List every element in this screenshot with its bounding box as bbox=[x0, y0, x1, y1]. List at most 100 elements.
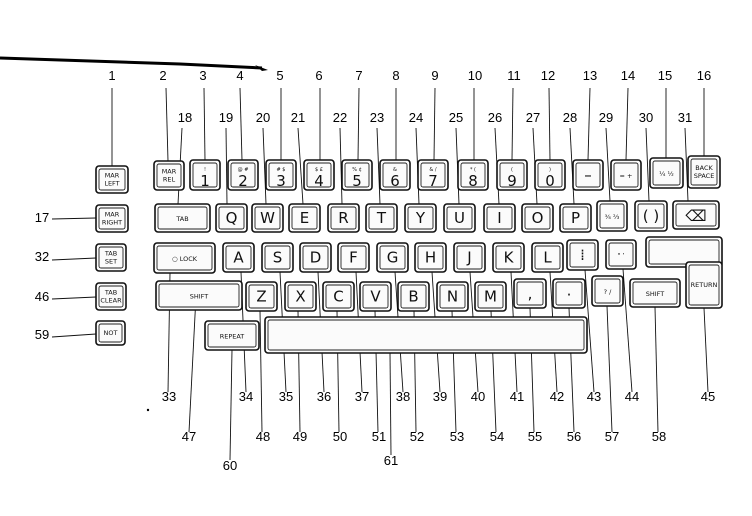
number-key-5-shift: % ¢ bbox=[352, 167, 362, 173]
letter-key-d-face bbox=[302, 245, 329, 270]
letter-key-y-face bbox=[407, 206, 434, 230]
letter-key-n-label: N bbox=[447, 288, 458, 306]
backspace-key-outline bbox=[687, 155, 721, 189]
letter-key-h: H bbox=[414, 242, 447, 273]
callout-60-leader bbox=[229, 349, 233, 461]
callout-3: 3 bbox=[199, 68, 206, 83]
number-key-9-face bbox=[499, 162, 525, 188]
backspace-key-text: SPACE bbox=[694, 172, 715, 180]
callout-16: 16 bbox=[697, 68, 711, 83]
callout-34: 34 bbox=[239, 389, 253, 404]
letter-key-o-face bbox=[524, 206, 551, 230]
return-key-face bbox=[688, 264, 720, 306]
callout-38: 38 bbox=[396, 389, 410, 404]
letter-key-i: I bbox=[483, 203, 516, 233]
letter-key-n-face bbox=[439, 284, 466, 309]
letter-key-i-face bbox=[486, 206, 513, 230]
slash-key-label: ? / bbox=[604, 288, 613, 296]
letter-key-m-face bbox=[477, 284, 504, 309]
letter-key-w-face bbox=[254, 206, 281, 230]
number-key-4-label: 4 bbox=[314, 172, 324, 190]
number-key-6-shift: & bbox=[393, 167, 397, 173]
letter-key-c-face bbox=[325, 284, 352, 309]
equals-key-label: = + bbox=[620, 172, 633, 180]
stray-dot bbox=[146, 408, 150, 412]
callout-17-leader bbox=[51, 217, 97, 220]
letter-key-g-outline bbox=[376, 242, 409, 273]
callout-11-leader bbox=[511, 87, 514, 161]
letter-key-i-label: I bbox=[497, 209, 501, 227]
bracket-key-face bbox=[637, 203, 665, 229]
callout-30-leader bbox=[645, 127, 650, 202]
number-key-6-label: 6 bbox=[390, 172, 400, 190]
letter-key-w-label: W bbox=[260, 209, 275, 227]
letter-key-d: D bbox=[299, 242, 332, 273]
callout-46-leader bbox=[51, 296, 97, 300]
shift-left-key-face bbox=[158, 283, 240, 308]
period-key-outline bbox=[552, 278, 586, 309]
callout-28-leader bbox=[569, 127, 575, 205]
return-key-upper bbox=[645, 236, 723, 268]
callout-2: 2 bbox=[159, 68, 166, 83]
tab-clear-key-text: TAB bbox=[104, 289, 117, 297]
callout-51: 51 bbox=[372, 429, 386, 444]
callout-31: 31 bbox=[678, 110, 692, 125]
letter-key-r-face bbox=[330, 206, 357, 230]
letter-key-z-outline bbox=[245, 281, 278, 312]
callout-2-leader bbox=[165, 87, 169, 162]
return-key: RETURN bbox=[685, 261, 723, 309]
letter-key-o-label: O bbox=[532, 209, 544, 227]
number-key-2-shift: @ # bbox=[238, 167, 249, 173]
letter-key-j-outline bbox=[453, 242, 486, 273]
letter-key-j-label: J bbox=[466, 249, 471, 267]
callout-46: 46 bbox=[35, 289, 49, 304]
number-key-6-outline bbox=[379, 159, 411, 191]
callout-42: 42 bbox=[550, 389, 564, 404]
callout-56: 56 bbox=[567, 429, 581, 444]
letter-key-z: Z bbox=[245, 281, 278, 312]
callout-32: 32 bbox=[35, 249, 49, 264]
number-key-7-face bbox=[420, 162, 446, 188]
number-key-6-face bbox=[382, 162, 408, 188]
letter-key-b-face bbox=[400, 284, 427, 309]
number-key-5-face bbox=[344, 162, 370, 188]
number-key-0-outline bbox=[534, 159, 566, 191]
callout-43: 43 bbox=[587, 389, 601, 404]
letter-key-l-outline bbox=[531, 242, 564, 273]
letter-key-j: J bbox=[453, 242, 486, 273]
letter-key-h-face bbox=[417, 245, 444, 270]
letter-key-x-label: X bbox=[295, 288, 305, 306]
callout-22-leader bbox=[339, 127, 343, 205]
quote-key-label: " ’ bbox=[617, 252, 624, 260]
callout-27: 27 bbox=[526, 110, 540, 125]
shift-right-key: SHIFT bbox=[629, 278, 681, 308]
lock-key-outline bbox=[153, 242, 216, 274]
return-key-upper-face bbox=[648, 239, 720, 265]
number-key-1-face bbox=[192, 162, 218, 188]
number-key-7-outline bbox=[417, 159, 449, 191]
letter-key-m-outline bbox=[474, 281, 507, 312]
not-key-face bbox=[98, 323, 123, 343]
not-key: NOT bbox=[95, 320, 126, 346]
callout-32-leader bbox=[51, 257, 97, 261]
tab-clear-key-face bbox=[98, 285, 124, 308]
letter-key-h-label: H bbox=[425, 249, 436, 267]
delete-key-outline bbox=[672, 200, 720, 230]
number-key-8-shift: * ( bbox=[470, 167, 476, 173]
repeat-key-outline bbox=[204, 320, 260, 351]
letter-key-g: G bbox=[376, 242, 409, 273]
number-key-1-label: 1 bbox=[200, 172, 210, 190]
mar-left-key-face bbox=[98, 168, 126, 191]
callout-5: 5 bbox=[276, 68, 283, 83]
fraction-key-face bbox=[652, 160, 681, 186]
number-key-5: 5 bbox=[341, 159, 373, 191]
callout-44: 44 bbox=[625, 389, 639, 404]
callout-21-leader bbox=[297, 127, 304, 205]
number-key-2-label: 2 bbox=[238, 172, 248, 190]
callout-58: 58 bbox=[652, 429, 666, 444]
letter-key-x-outline bbox=[284, 281, 317, 312]
pen-stroke bbox=[0, 56, 263, 70]
number-key-9: 9 bbox=[496, 159, 528, 191]
fraction-key: ¼ ½ bbox=[649, 157, 684, 189]
callout-20: 20 bbox=[256, 110, 270, 125]
